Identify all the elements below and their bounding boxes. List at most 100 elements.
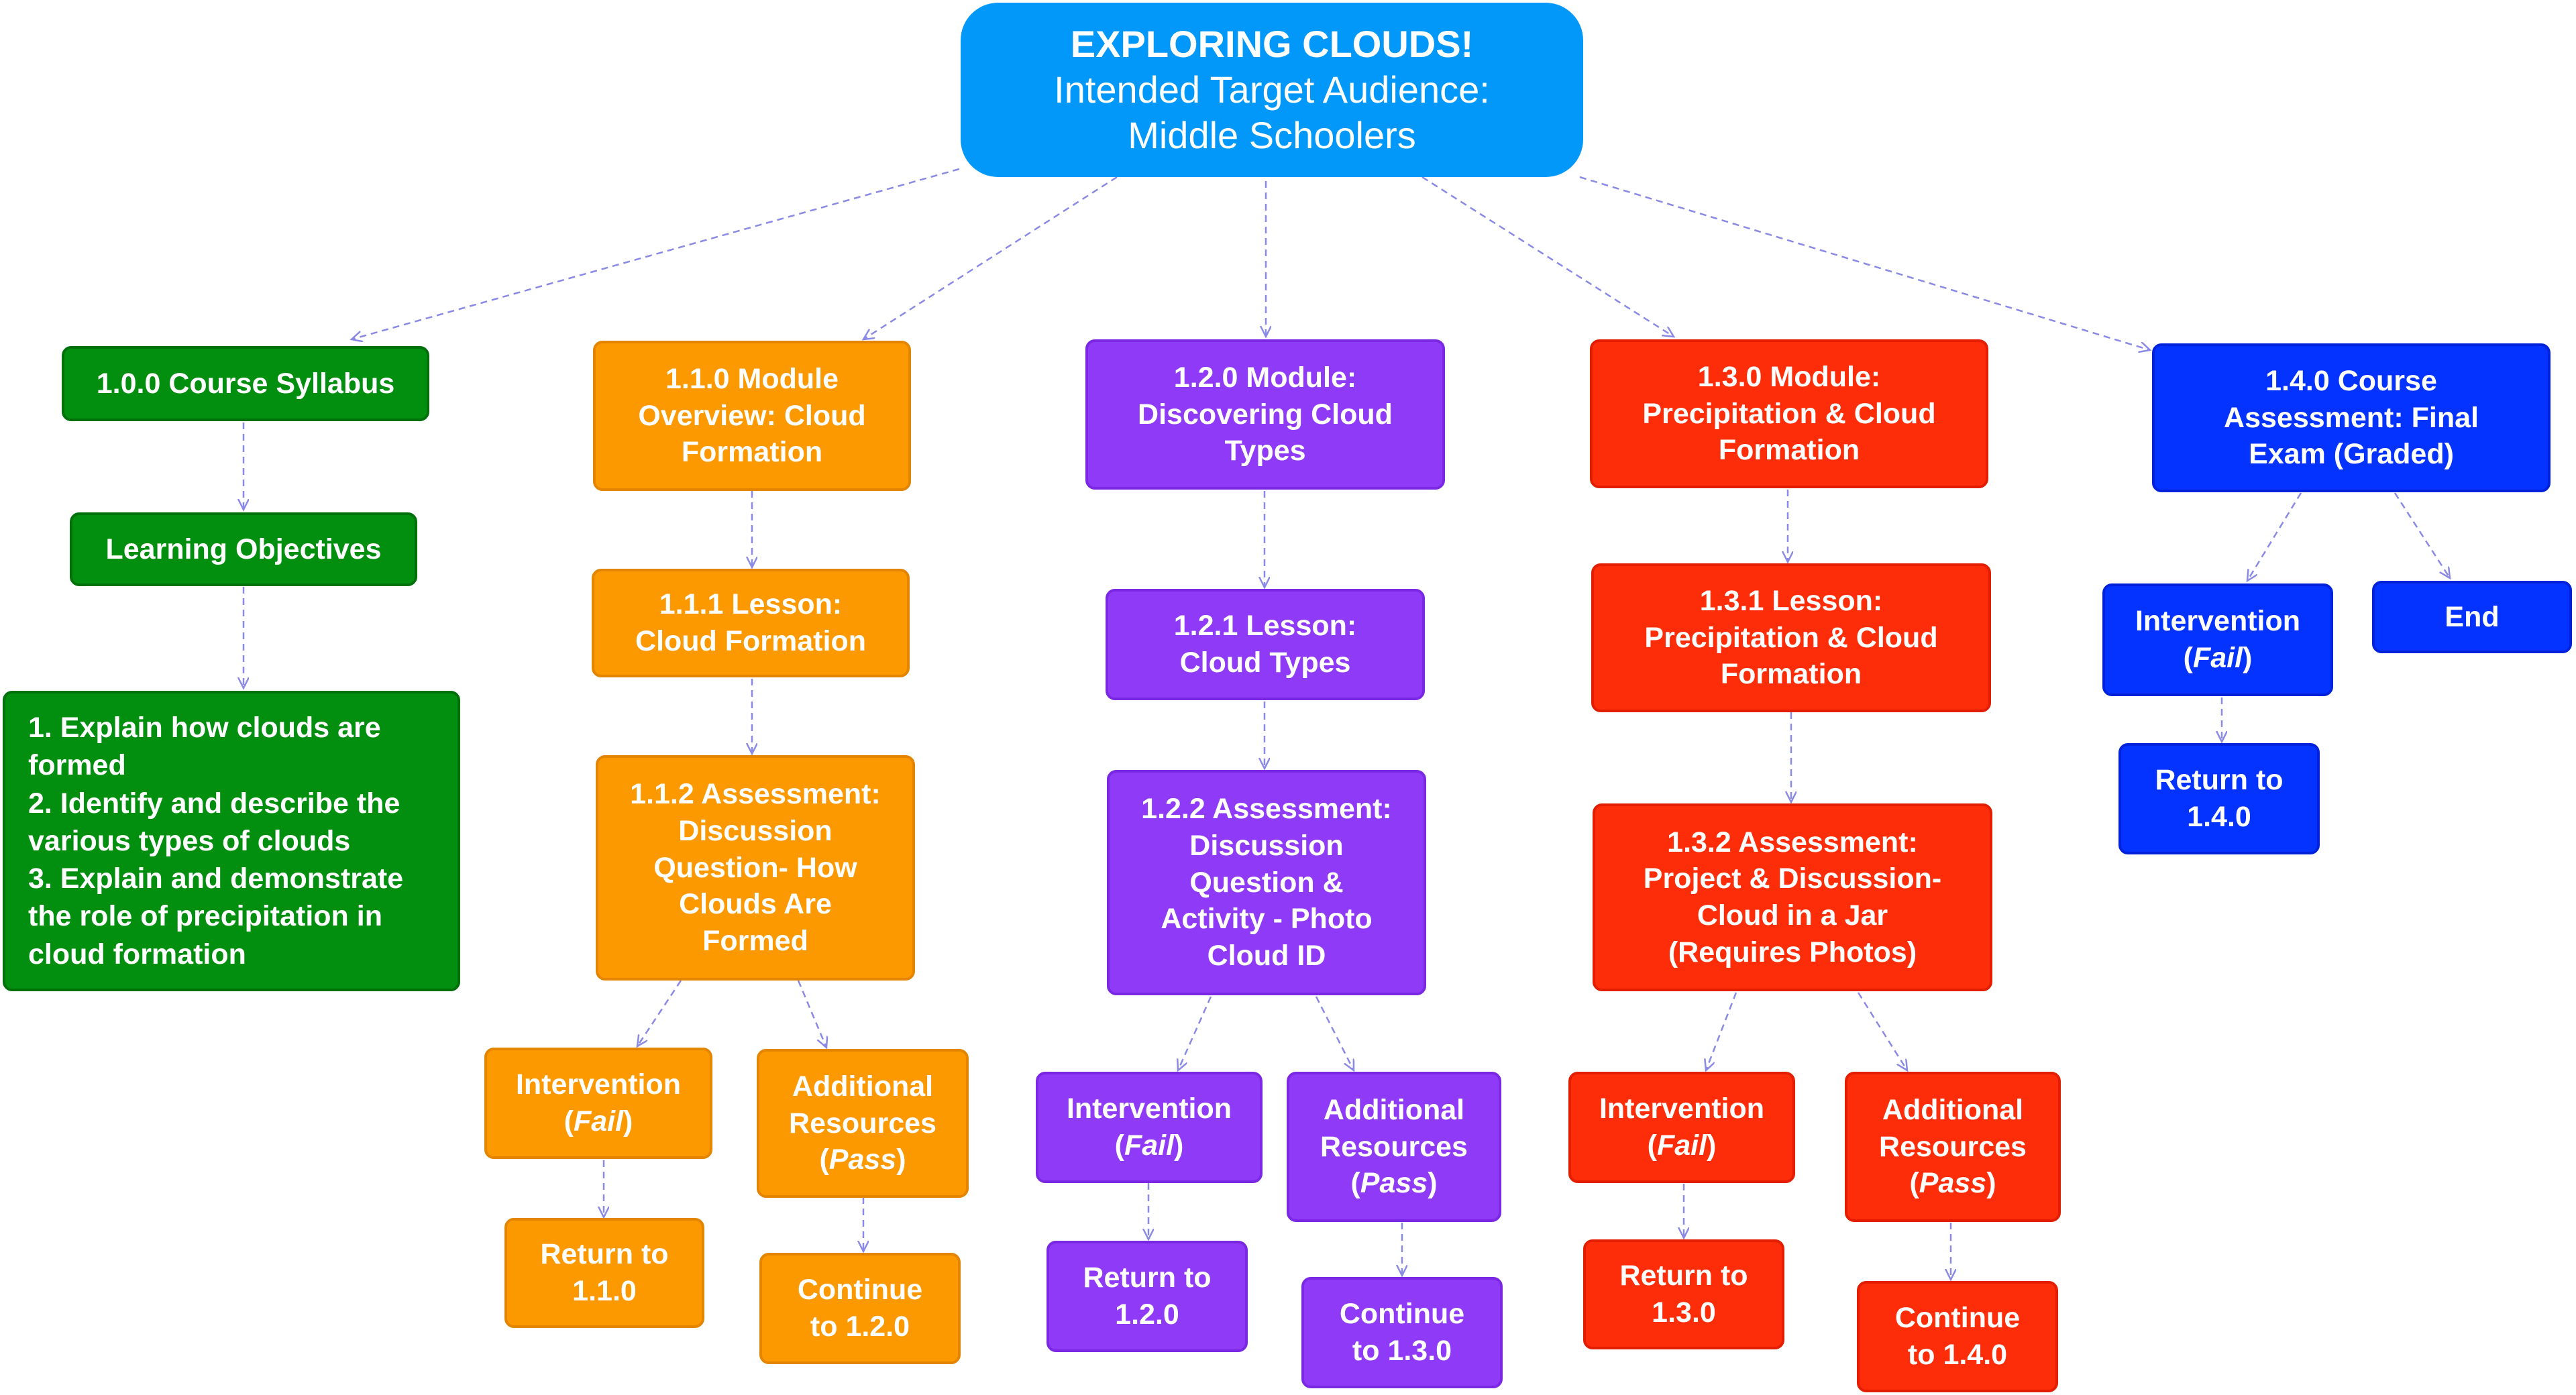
title-line-3: Middle Schoolers <box>1128 114 1416 157</box>
node-label: Question & <box>1189 866 1344 899</box>
node-label: Discussion <box>678 815 833 848</box>
node-label: to 1.3.0 <box>1352 1335 1452 1367</box>
node-label: Question- How <box>653 851 857 884</box>
connector <box>352 168 960 339</box>
node-label: Return to <box>2155 764 2284 797</box>
node-label: 1.4.0 <box>2187 801 2251 833</box>
end-node: End <box>2372 581 2572 653</box>
node-label: Precipitation & Cloud <box>1644 621 1938 654</box>
node-label: Cloud in a Jar <box>1697 899 1888 932</box>
node-label: Return to <box>1619 1260 1748 1292</box>
return-to-1-1-0-node: Return to 1.1.0 <box>504 1218 704 1328</box>
fail-tag: Fail <box>1656 1129 1707 1162</box>
connector <box>1421 176 1674 337</box>
objective-line: formed <box>28 749 126 782</box>
course-syllabus-node: 1.0.0 Course Syllabus <box>62 346 429 421</box>
intervention-1-2-node: Intervention (Fail) <box>1036 1072 1263 1183</box>
objective-line: cloud formation <box>28 938 246 970</box>
objective-line: various types of clouds <box>28 824 351 857</box>
node-label: 1.1.0 Module <box>665 363 839 396</box>
intervention-1-4-node: Intervention (Fail) <box>2102 583 2333 696</box>
node-label: (Requires Photos) <box>1668 936 1917 968</box>
additional-resources-1-2-node: Additional Resources (Pass) <box>1287 1072 1501 1222</box>
node-label: Discussion <box>1189 830 1344 862</box>
node-label: Continue <box>1894 1302 2021 1335</box>
module-1-1-overview-node: 1.1.0 Module Overview: Cloud Formation <box>593 341 911 491</box>
final-assessment-node: 1.4.0 Course Assessment: Final Exam (Gra… <box>2152 343 2551 492</box>
fail-tag: Fail <box>2192 642 2243 674</box>
assessment-1-1-2-node: 1.1.2 Assessment: Discussion Question- H… <box>596 755 915 981</box>
connector <box>1706 992 1737 1070</box>
node-label: Return to <box>1083 1262 1212 1294</box>
node-label: 1.4.0 Course <box>2265 365 2437 398</box>
pass-tag: Pass <box>1360 1167 1428 1200</box>
node-label: 1.2.0 <box>1115 1298 1179 1331</box>
node-label: Intervention <box>2135 605 2301 638</box>
objectives-list-node: 1. Explain how clouds are formed 2. Iden… <box>3 691 460 991</box>
node-label: Cloud Formation <box>635 625 866 657</box>
node-label: Intervention <box>515 1068 682 1101</box>
node-label: 1.2.1 Lesson: <box>1173 610 1357 643</box>
node-label: Intervention <box>1066 1093 1232 1125</box>
diagram-title: EXPLORING CLOUDS! Intended Target Audien… <box>961 3 1583 177</box>
intervention-1-1-node: Intervention (Fail) <box>484 1048 712 1159</box>
node-label: 1.3.0 Module: <box>1697 361 1881 394</box>
module-1-2-overview-node: 1.2.0 Module: Discovering Cloud Types <box>1085 339 1445 490</box>
node-label: Clouds Are <box>679 888 832 921</box>
return-to-1-4-0-node: Return to 1.4.0 <box>2118 743 2320 854</box>
node-label: to 1.2.0 <box>810 1310 910 1343</box>
connector <box>1315 996 1354 1070</box>
node-label: to 1.4.0 <box>1907 1339 2008 1371</box>
learning-objectives-node: Learning Objectives <box>70 512 417 586</box>
node-label: 1.3.0 <box>1652 1296 1716 1329</box>
connector <box>637 980 682 1046</box>
node-label: Overview: Cloud <box>638 399 866 432</box>
connector <box>2247 492 2302 581</box>
node-label: Assessment: Final <box>2224 401 2479 434</box>
fail-tag: Fail <box>573 1105 624 1137</box>
node-label: Additional <box>1323 1094 1465 1127</box>
node-label: Activity - Photo <box>1161 903 1373 936</box>
node-label: 1.1.0 <box>572 1275 637 1307</box>
objective-line: the role of precipitation in <box>28 900 382 933</box>
objective-line: 1. Explain how clouds are <box>28 711 381 744</box>
additional-resources-1-3-node: Additional Resources (Pass) <box>1845 1072 2061 1222</box>
node-label: Cloud Types <box>1179 647 1351 679</box>
node-label: Resources <box>789 1107 936 1139</box>
node-label: 1.2.0 Module: <box>1173 361 1357 394</box>
connector <box>797 980 826 1048</box>
node-label: 1.0.0 Course Syllabus <box>96 367 395 400</box>
intervention-1-3-node: Intervention (Fail) <box>1568 1072 1795 1183</box>
node-label: Continue <box>797 1274 923 1306</box>
node-label: Additional <box>1882 1094 2024 1127</box>
node-label: Cloud ID <box>1207 939 1326 972</box>
node-label: 1.2.2 Assessment: <box>1141 793 1392 826</box>
node-label: Learning Objectives <box>105 533 382 565</box>
node-label: Additional <box>792 1070 934 1103</box>
assessment-1-2-2-node: 1.2.2 Assessment: Discussion Question & … <box>1107 770 1426 995</box>
connector <box>1178 996 1212 1070</box>
node-label: 1.3.2 Assessment: <box>1667 826 1918 858</box>
lesson-1-2-1-node: 1.2.1 Lesson: Cloud Types <box>1106 589 1425 700</box>
return-to-1-3-0-node: Return to 1.3.0 <box>1583 1239 1784 1349</box>
node-label: Formed <box>702 924 808 957</box>
node-label: 1.1.2 Assessment: <box>630 778 881 811</box>
fail-tag: Fail <box>1124 1129 1175 1162</box>
node-label: Formation <box>1718 434 1860 467</box>
node-label: Continue <box>1339 1298 1465 1331</box>
title-line-1: EXPLORING CLOUDS! <box>1070 22 1474 65</box>
lesson-1-1-1-node: 1.1.1 Lesson: Cloud Formation <box>592 569 910 677</box>
continue-to-1-4-0-node: Continue to 1.4.0 <box>1857 1281 2058 1392</box>
connector <box>863 176 1118 339</box>
node-label: Project & Discussion- <box>1643 862 1942 895</box>
node-label: Exam (Graded) <box>2249 438 2454 471</box>
assessment-1-3-2-node: 1.3.2 Assessment: Project & Discussion- … <box>1593 803 1992 991</box>
connector <box>2394 492 2450 578</box>
node-label: Return to <box>540 1238 669 1271</box>
node-label: Intervention <box>1599 1093 1765 1125</box>
connector <box>1857 992 1907 1070</box>
pass-tag: Pass <box>828 1143 897 1176</box>
node-label: 1.1.1 Lesson: <box>659 588 843 621</box>
node-label: Types <box>1224 435 1306 467</box>
